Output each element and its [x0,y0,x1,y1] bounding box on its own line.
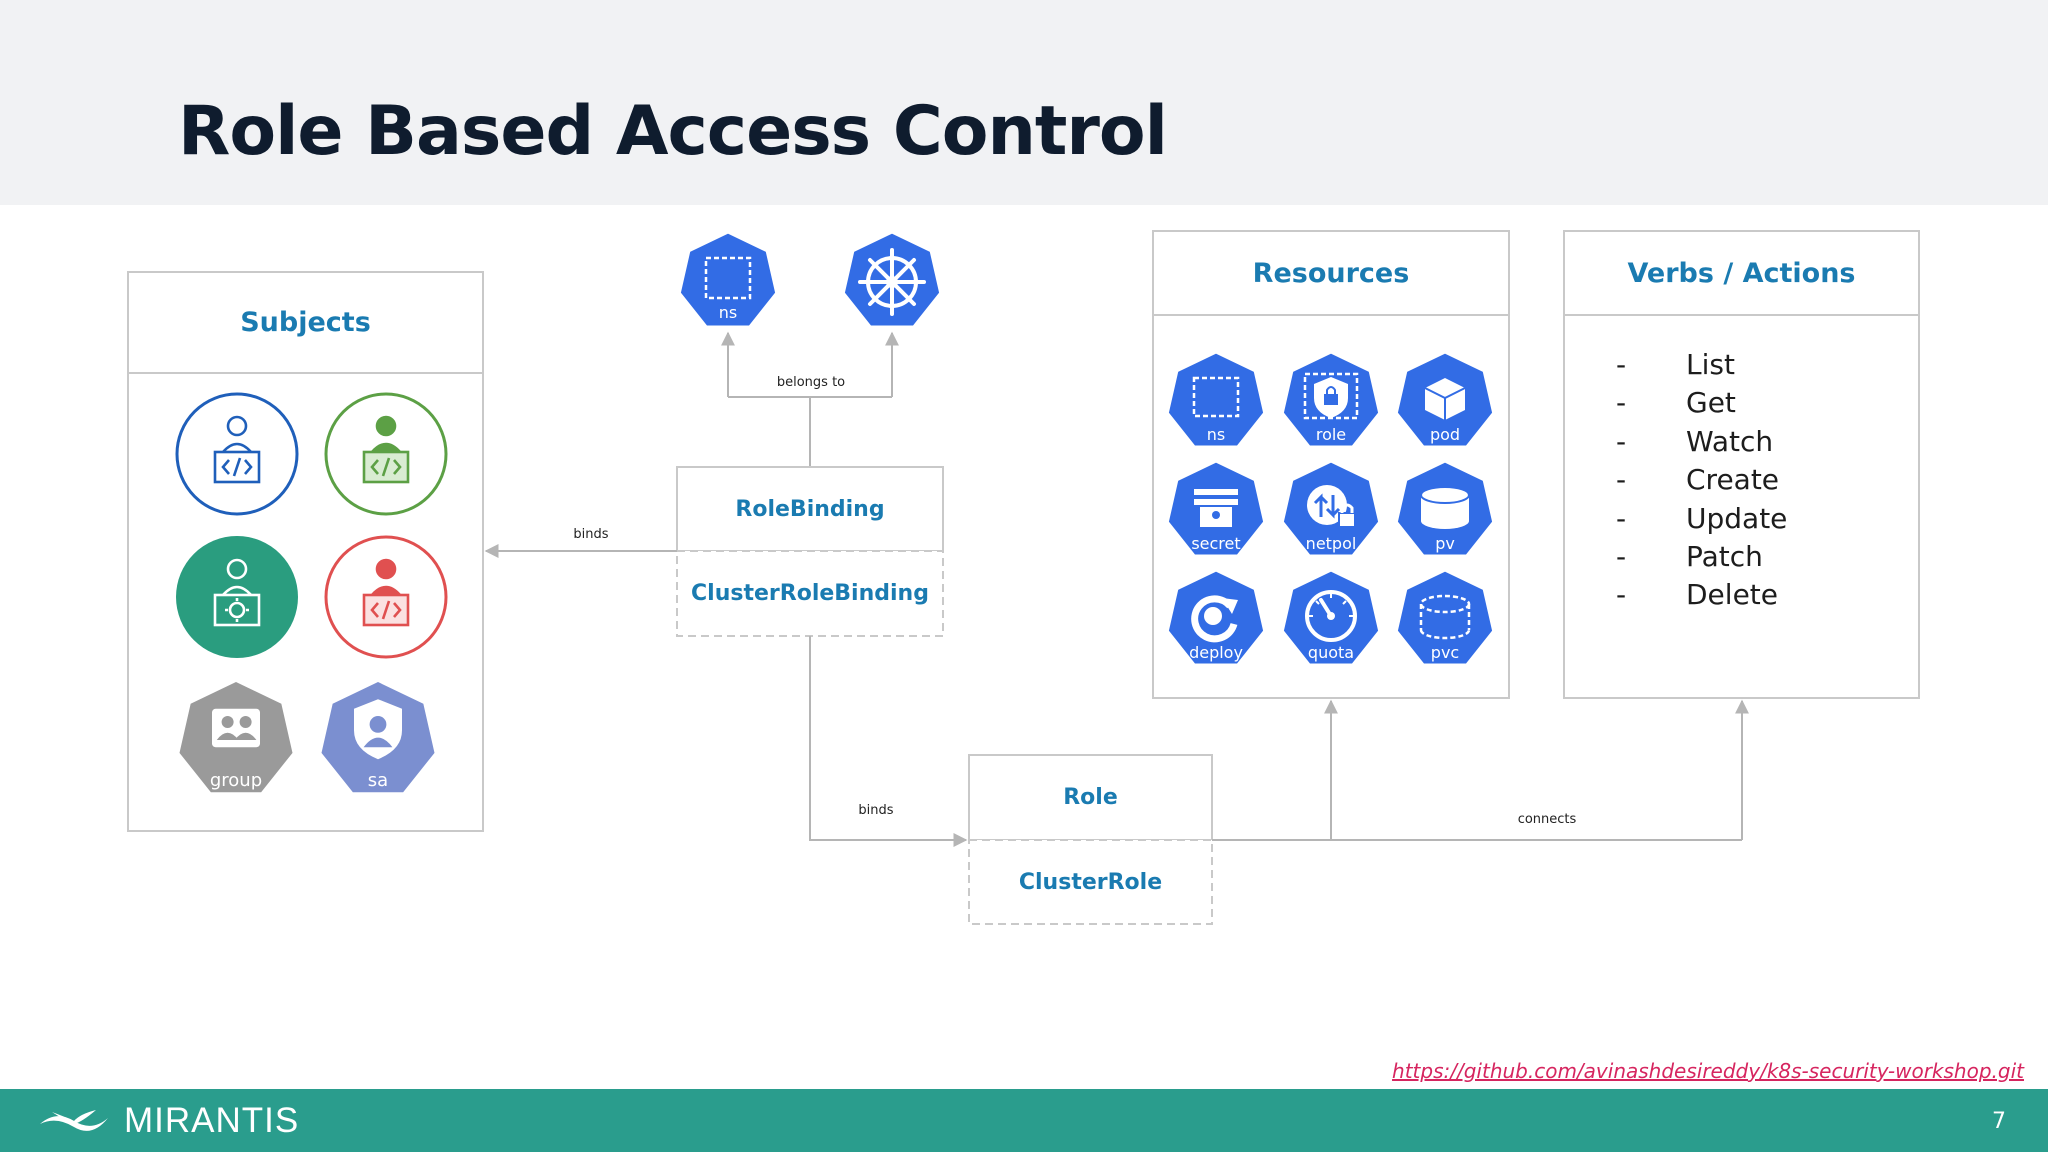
resource-label-quota: quota [1308,643,1354,662]
admin-user-icon [176,536,298,658]
clusterrole-box [968,839,1213,925]
rolebinding-title: RoleBinding [735,496,885,522]
clusterrole-title: ClusterRole [1018,869,1163,895]
resource-label-pv: pv [1435,534,1455,553]
resource-label-netpol: netpol [1306,534,1357,553]
resource-label-deploy: deploy [1189,643,1243,662]
verb-item: -Patch [1616,539,1763,573]
deploy-resource-icon [1165,568,1267,667]
binds-role-connector [809,636,968,847]
clusterrolebinding-box [676,550,944,637]
pvc-resource-icon [1394,568,1496,667]
role-box [968,754,1213,841]
top-ns-label: ns [719,303,737,322]
service-account-icon [317,678,439,796]
verb-item: -Delete [1616,578,1778,612]
role-title: Role [1063,785,1118,810]
developer-user-green-icon [324,392,448,516]
kubernetes-cluster-icon [841,230,943,329]
quota-resource-icon [1280,568,1382,667]
pv-resource-icon [1394,459,1496,558]
ns-resource-icon [1165,350,1267,449]
belongs-to-connector [721,331,899,467]
binds-role-label: binds [858,803,893,818]
subjects-title: Subjects [240,307,371,338]
clusterrolebinding-title: ClusterRoleBinding [691,581,929,606]
github-link[interactable]: https://github.com/avinashdesireddy/k8s-… [1392,1059,2024,1083]
mirantis-bird-icon [40,1110,108,1131]
verb-item: -Create [1616,463,1780,497]
sa-label: sa [368,770,388,791]
verb-item: -Get [1616,386,1736,420]
resource-label-role: role [1316,425,1346,444]
connects-connector [1212,699,1749,841]
resource-label-pvc: pvc [1431,643,1459,662]
verbs-box [1563,230,1920,699]
netpol-resource-icon [1280,459,1382,558]
role-resource-icon [1280,350,1382,449]
rolebinding-box [676,466,944,552]
verb-item: -Update [1616,501,1788,535]
developer-user-icon [175,392,299,516]
verb-item: -List [1616,348,1735,381]
resource-label-pod: pod [1430,425,1460,444]
pod-resource-icon [1394,350,1496,449]
binds-subjects-label: binds [573,527,608,542]
rbac-diagram: group sa ns belongs to binds binds [127,230,1920,925]
developer-user-red-icon [324,535,448,659]
verbs-title: Verbs / Actions [1627,257,1856,289]
namespace-icon [677,230,779,329]
mirantis-logo: MIRANTIS [38,1101,299,1141]
secret-resource-icon [1165,459,1267,558]
resource-label-ns: ns [1207,425,1225,444]
brand-name: MIRANTIS [124,1101,300,1140]
slide-header: Role Based Access Control [0,0,2048,205]
resource-label-secret: secret [1191,534,1240,553]
verb-item: -Watch [1616,424,1774,458]
slide-title: Role Based Access Control [178,92,1168,171]
belongs-to-label: belongs to [777,375,845,390]
resources-title: Resources [1252,257,1410,289]
group-label: group [210,770,262,791]
page-number: 7 [1992,1109,2006,1134]
slide-footer: MIRANTIS 7 [0,1089,2048,1152]
group-icon [175,678,297,796]
connects-label: connects [1518,812,1577,827]
verbs-list: -List -Get -Watch -Create -Update -Patch… [1616,346,1787,615]
